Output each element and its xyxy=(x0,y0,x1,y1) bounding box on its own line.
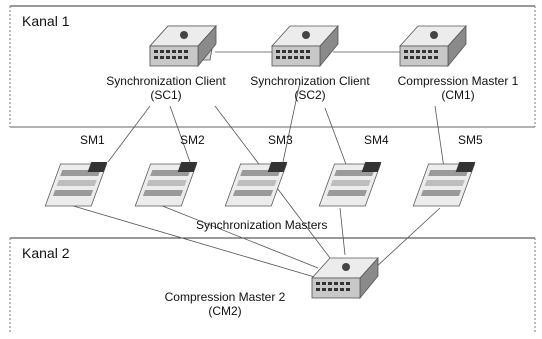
sm2-device-icon xyxy=(134,162,198,207)
sm1-device-icon xyxy=(44,162,108,207)
sc2-name: Synchronization Client xyxy=(250,74,370,88)
kanal2-label: Kanal 2 xyxy=(22,245,70,261)
cm2-code: (CM2) xyxy=(208,304,242,318)
sync-masters-label: Synchronization Masters xyxy=(196,218,328,232)
link-cm1-sm5 xyxy=(434,105,446,176)
sm3-label: SM3 xyxy=(268,133,293,147)
kanal2-frame xyxy=(9,237,536,334)
sm4-device-icon xyxy=(318,162,382,207)
sc1-device-icon xyxy=(149,24,217,68)
sc2-label: Synchronization Client (SC2) xyxy=(240,74,380,102)
cm1-name: Compression Master 1 xyxy=(397,74,519,88)
cm2-label: Compression Master 2 (CM2) xyxy=(150,290,300,318)
link-sc2-sm3 xyxy=(282,81,301,163)
sm3-device-icon xyxy=(224,162,288,207)
kanal1-label: Kanal 1 xyxy=(22,13,70,29)
cm2-name: Compression Master 2 xyxy=(164,290,286,304)
sc1-code: (SC1) xyxy=(150,88,182,102)
sm4-label: SM4 xyxy=(364,133,389,147)
link-sm1-cm2 xyxy=(69,204,319,279)
cm2-device-icon xyxy=(311,256,379,300)
link-sc1-sm1 xyxy=(107,105,151,163)
link-sm2-cm2 xyxy=(159,204,319,269)
cm1-label: Compression Master 1 (CM1) xyxy=(388,74,528,102)
cm1-device-icon xyxy=(399,24,467,68)
kanal1-frame xyxy=(9,5,536,128)
sm2-label: SM2 xyxy=(180,133,205,147)
link-sm4-cm2 xyxy=(339,207,346,256)
sc1-label: Synchronization Client (SC1) xyxy=(96,74,236,102)
cm1-code: (CM1) xyxy=(441,88,475,102)
link-sc1-sm2 xyxy=(169,105,191,163)
sm5-label: SM5 xyxy=(458,133,483,147)
sc1-name: Synchronization Client xyxy=(106,74,226,88)
sc2-code: (SC2) xyxy=(294,88,326,102)
sm5-device-icon xyxy=(412,162,476,207)
sc2-device-icon xyxy=(271,24,339,68)
sm1-label: SM1 xyxy=(80,133,105,147)
link-sm5-cm2 xyxy=(374,207,441,269)
